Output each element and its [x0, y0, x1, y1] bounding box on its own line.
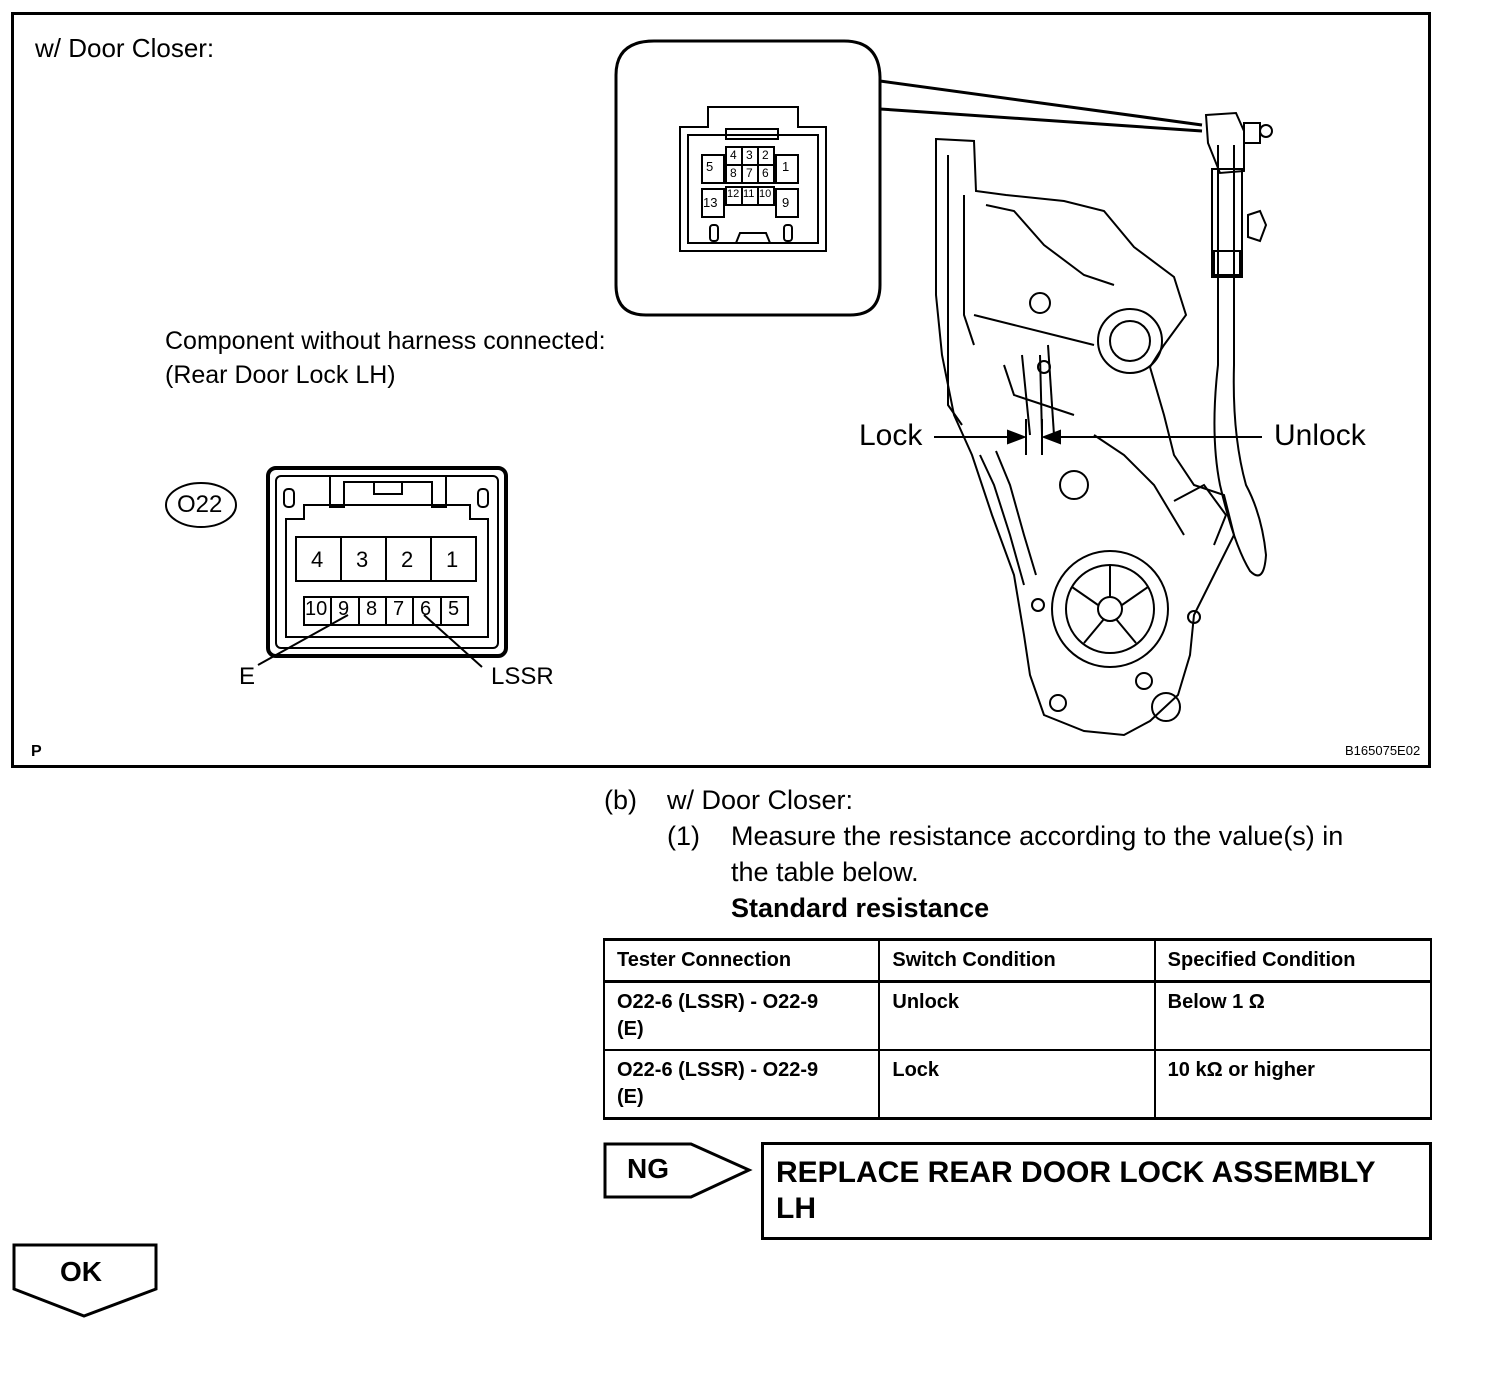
resistance-table: Tester Connection Switch Condition Speci…: [602, 938, 1433, 1120]
pin-label: 1: [446, 547, 459, 572]
substep-text-line1: Measure the resistance according to the …: [731, 821, 1344, 851]
switch-condition-cell: Unlock: [878, 980, 1156, 1051]
table-header-row: Tester Connection Switch Condition Speci…: [602, 938, 1433, 983]
pin-label: 6: [420, 598, 432, 620]
table-title: Standard resistance: [731, 893, 990, 923]
step-heading: w/ Door Closer:: [667, 785, 854, 815]
substep-number: (1): [667, 821, 700, 851]
pin-label: 8: [366, 598, 378, 620]
column-header: Specified Condition: [1153, 938, 1433, 983]
corner-mark: P: [31, 743, 42, 760]
pin-label: 10: [305, 598, 328, 620]
column-header: Switch Condition: [878, 938, 1156, 983]
figure-title: w/ Door Closer:: [35, 33, 215, 63]
lock-unlock-arrows: [934, 419, 1262, 455]
diagram-drawing: [165, 39, 1273, 737]
ng-action-box: REPLACE REAR DOOR LOCK ASSEMBLY LH: [761, 1142, 1432, 1240]
unlock-label: Unlock: [1274, 419, 1366, 452]
specified-condition-cell: Below 1 Ω: [1153, 980, 1433, 1051]
pin-label: 4: [311, 547, 324, 572]
ng-action-line1: REPLACE REAR DOOR LOCK ASSEMBLY: [776, 1156, 1376, 1189]
cell-line: O22-6 (LSSR) - O22-9: [617, 1059, 819, 1081]
pin-label: 7: [393, 598, 405, 620]
substep-text-line2: the table below.: [731, 857, 919, 887]
cell-line: O22-6 (LSSR) - O22-9: [617, 991, 819, 1013]
tester-connection-cell: O22-6 (LSSR) - O22-9 (E): [602, 980, 881, 1051]
ok-flag-shape: [12, 1243, 158, 1318]
o22-connector: [165, 466, 508, 668]
component-note-line2: (Rear Door Lock LH): [165, 361, 396, 389]
terminal-label-lssr: LSSR: [491, 663, 554, 690]
specified-condition-cell: 10 kΩ or higher: [1153, 1049, 1433, 1120]
pin-label: 3: [356, 547, 369, 572]
pin-label: 9: [338, 598, 350, 620]
cell-line: (E): [617, 1018, 644, 1040]
inset-pin-label: 5: [706, 159, 714, 174]
inset-pin-label: 1: [782, 159, 790, 174]
ng-flag-shape: [603, 1142, 753, 1199]
inset-pin-label: 7: [746, 166, 753, 180]
ng-label: NG: [627, 1153, 669, 1184]
inset-pin-label: 4: [730, 148, 737, 162]
cell-line: (E): [617, 1086, 644, 1108]
switch-condition-cell: Lock: [878, 1049, 1156, 1120]
inset-pin-label: 3: [746, 148, 753, 162]
inset-pin-label: 10: [759, 188, 772, 200]
inset-pin-label: 9: [782, 195, 790, 210]
pin-label: 2: [401, 547, 414, 572]
inset-callout: [614, 39, 1203, 317]
table-row: O22-6 (LSSR) - O22-9 (E) Lock 10 kΩ or hi…: [602, 1049, 1433, 1120]
door-lock-assembly-drawing: [935, 111, 1273, 737]
table-row: O22-6 (LSSR) - O22-9 (E) Unlock Below 1 Ω: [602, 980, 1433, 1051]
connector-id: O22: [177, 491, 223, 518]
figure-code: B165075E02: [1345, 743, 1421, 758]
ok-label: OK: [60, 1256, 102, 1287]
step-letter: (b): [604, 785, 637, 815]
inset-pin-label: 2: [762, 148, 769, 162]
inset-pin-label: 11: [743, 188, 755, 200]
diagram-figure: w/ Door Closer: Component without harnes…: [11, 12, 1431, 768]
inset-pin-label: 6: [762, 166, 769, 180]
inset-pin-label: 13: [703, 195, 718, 210]
column-header: Tester Connection: [602, 938, 881, 983]
inset-connector: [679, 106, 827, 252]
inset-pin-label: 8: [730, 166, 737, 180]
terminal-label-e: E: [239, 663, 256, 690]
lock-label: Lock: [859, 419, 923, 452]
component-note-line1: Component without harness connected:: [165, 327, 606, 355]
pin-label: 5: [448, 598, 460, 620]
inset-pin-label: 12: [727, 188, 740, 200]
ng-action-line2: LH: [776, 1192, 816, 1225]
tester-connection-cell: O22-6 (LSSR) - O22-9 (E): [602, 1049, 881, 1120]
